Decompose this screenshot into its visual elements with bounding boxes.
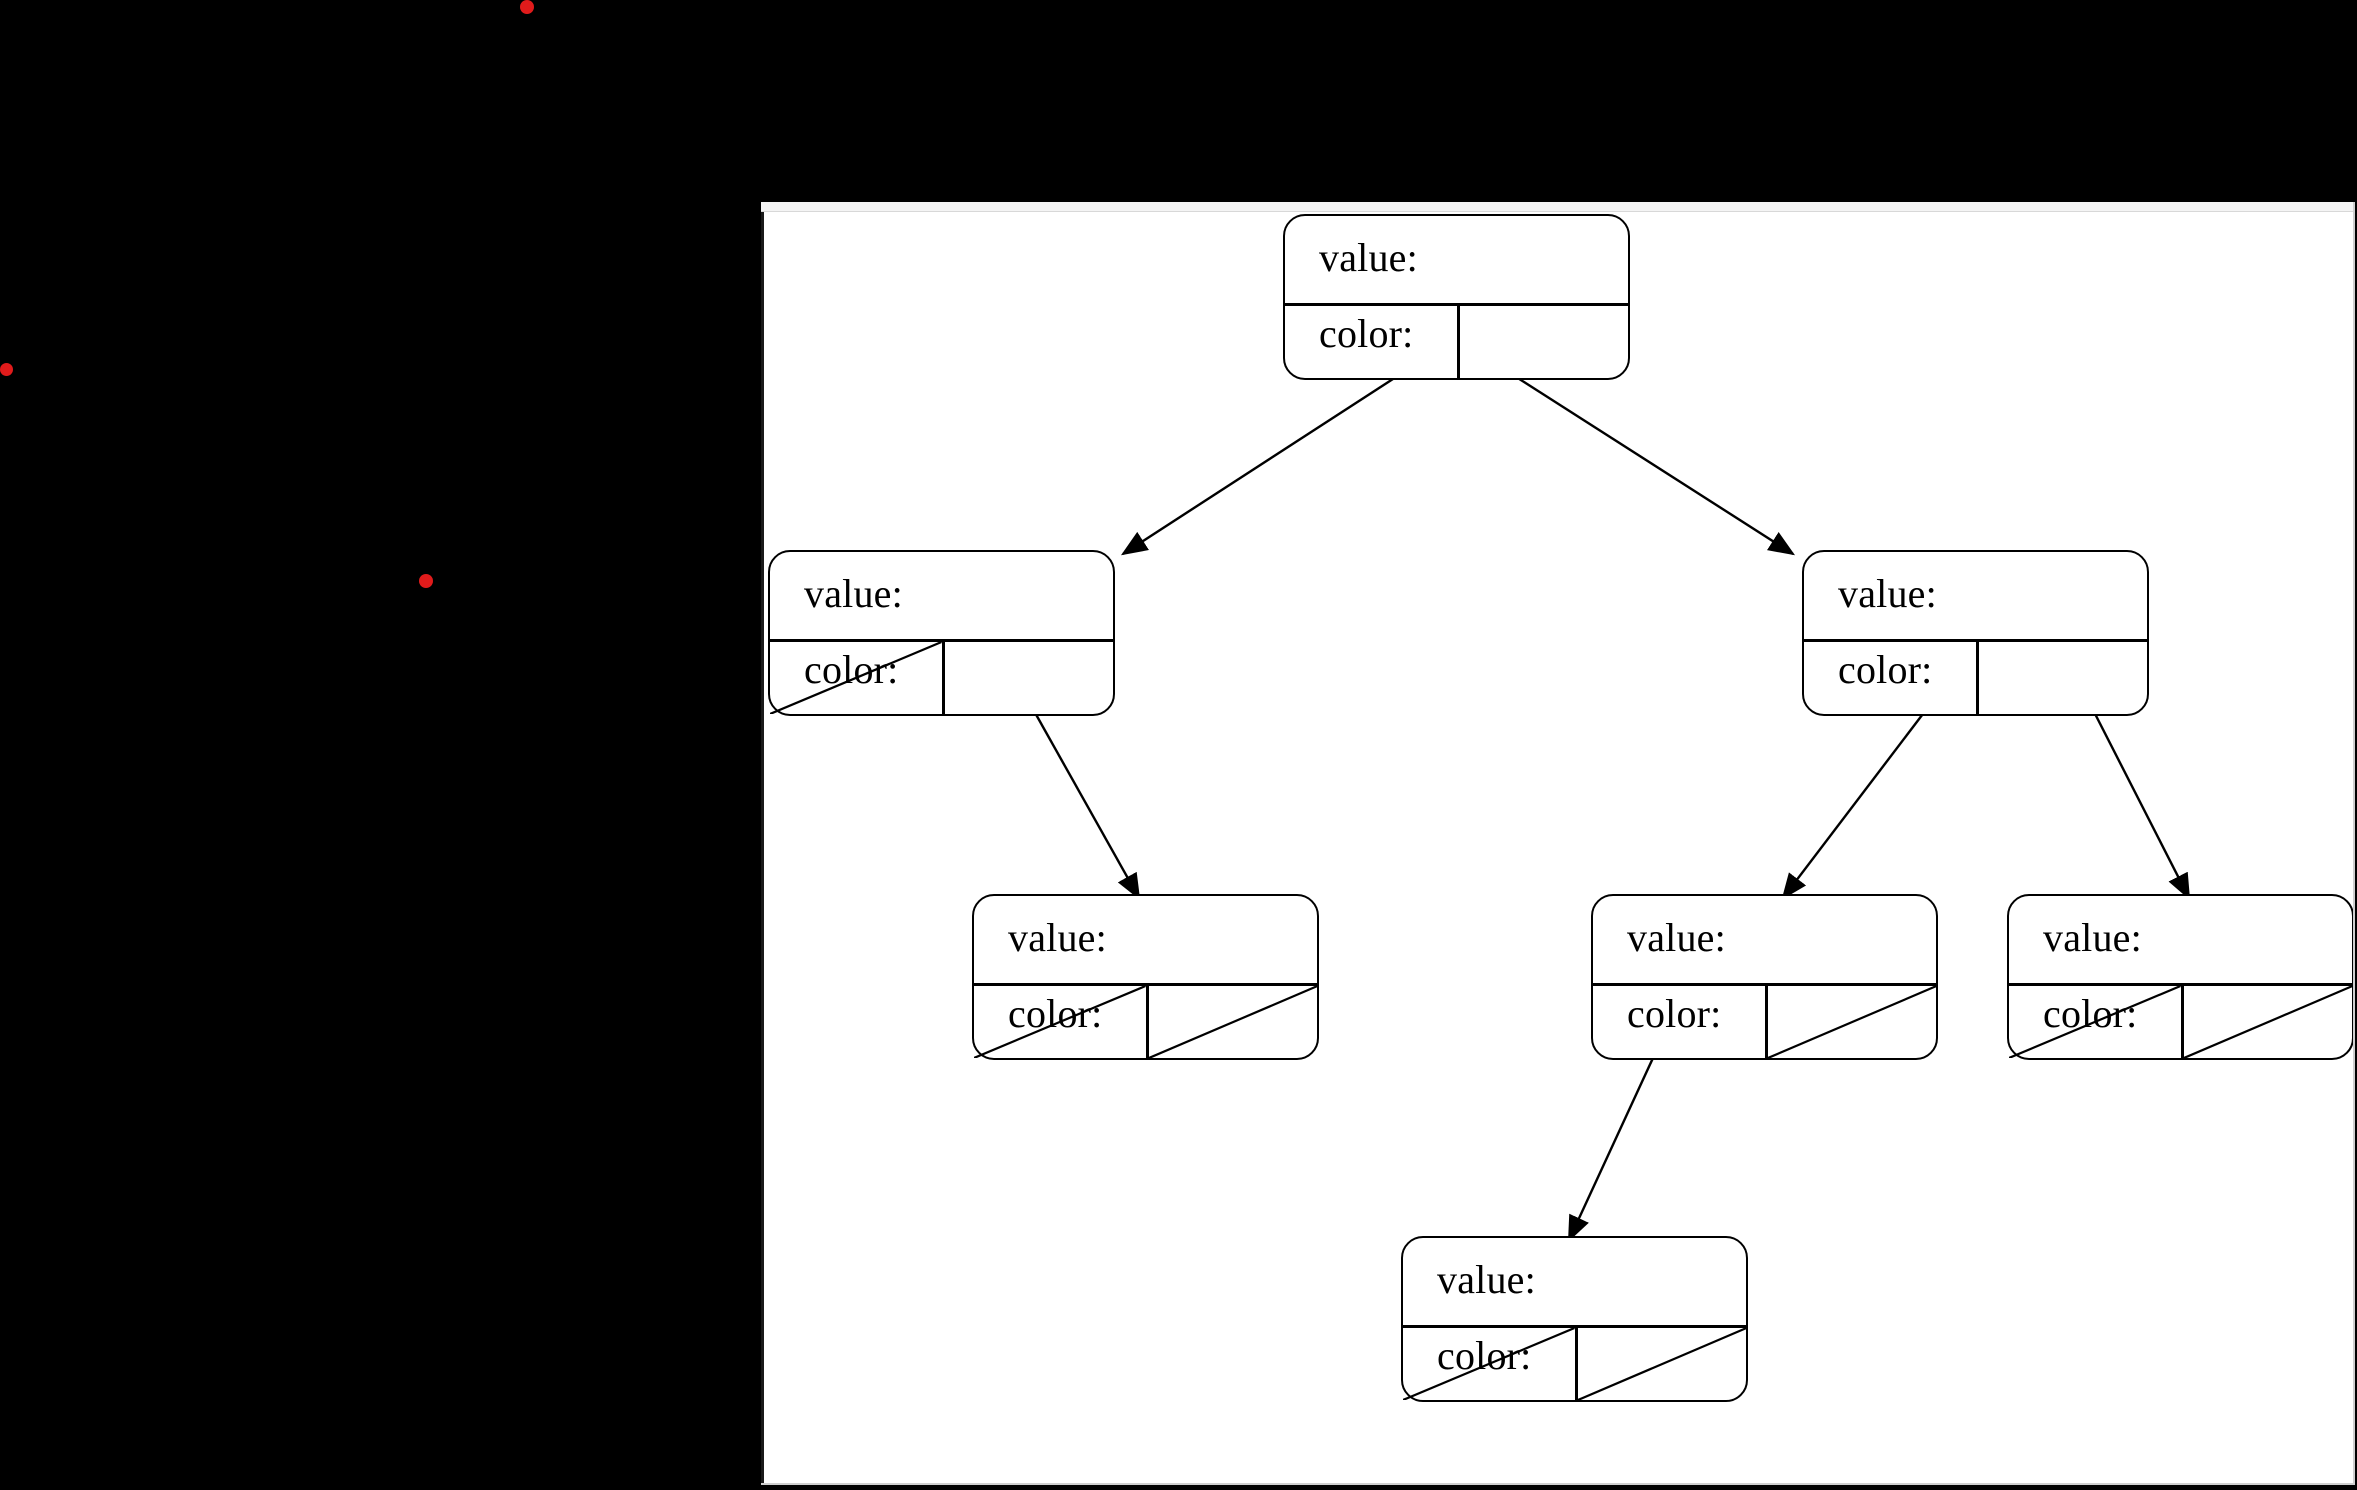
node-value-label: value:	[1008, 915, 1107, 960]
node-value-label: value:	[1437, 1257, 1536, 1302]
document-panel[interactable]: value:color:value:color:value:color:valu…	[761, 202, 2355, 1485]
left-pointer-cell[interactable]	[770, 642, 942, 714]
node-pointer-row	[2009, 983, 2352, 1058]
tree-node-root[interactable]: value: color:	[1283, 214, 1630, 380]
tree-node-deep[interactable]: value: color:	[1401, 1236, 1748, 1402]
red-dot-left	[0, 363, 13, 376]
node-value-label: value:	[1838, 571, 1937, 616]
left-pointer-cell[interactable]	[2009, 986, 2181, 1058]
right-pointer-cell[interactable]	[2180, 986, 2353, 1058]
node-pointer-row	[1403, 1325, 1746, 1400]
node-body: value: color:	[974, 896, 1317, 1034]
node-value-label: value:	[1627, 915, 1726, 960]
right-pointer-cell[interactable]	[1456, 306, 1629, 378]
node-pointer-row	[1285, 303, 1628, 378]
node-body: value: color:	[770, 552, 1113, 690]
panel-left-rule	[761, 202, 764, 1483]
left-pointer-cell[interactable]	[1804, 642, 1976, 714]
panel-header-strip	[761, 202, 2353, 212]
tree-node-right-left[interactable]: value: color:	[1591, 894, 1938, 1060]
node-value-label: value:	[1319, 235, 1418, 280]
node-color-label: color:	[1437, 1333, 1532, 1378]
red-dot-middle	[419, 574, 433, 588]
node-value-label: value:	[804, 571, 903, 616]
tree-node-left[interactable]: value: color:	[768, 550, 1115, 716]
node-pointer-row	[770, 639, 1113, 714]
node-pointer-row	[1593, 983, 1936, 1058]
left-pointer-cell[interactable]	[1285, 306, 1457, 378]
node-body: value: color:	[1285, 216, 1628, 354]
node-color-label: color:	[1008, 991, 1103, 1036]
node-pointer-row	[974, 983, 1317, 1058]
node-color-label: color:	[1627, 991, 1722, 1036]
tree-node-right[interactable]: value: color:	[1802, 550, 2149, 716]
node-color-label: color:	[1838, 647, 1933, 692]
node-pointer-row	[1804, 639, 2147, 714]
red-dot-top	[520, 0, 534, 14]
edge-right-left	[1781, 701, 1933, 900]
left-pointer-cell[interactable]	[1593, 986, 1765, 1058]
right-pointer-cell[interactable]	[941, 642, 1114, 714]
right-pointer-cell[interactable]	[1145, 986, 1318, 1058]
tree-node-right-right[interactable]: value: color:	[2007, 894, 2353, 1060]
node-color-label: color:	[804, 647, 899, 692]
right-pointer-cell[interactable]	[1764, 986, 1937, 1058]
edge-root-left	[1120, 364, 1414, 556]
diagram-canvas[interactable]: value:color:value:color:value:color:valu…	[761, 202, 2353, 1483]
left-pointer-cell[interactable]	[1403, 1328, 1575, 1400]
node-body: value: color:	[1403, 1238, 1746, 1376]
edge-left-right	[1027, 701, 1141, 901]
node-color-label: color:	[2043, 991, 2138, 1036]
left-pointer-cell[interactable]	[974, 986, 1146, 1058]
node-color-label: color:	[1319, 311, 1414, 356]
node-body: value: color:	[2009, 896, 2352, 1034]
right-pointer-cell[interactable]	[1574, 1328, 1747, 1400]
edge-right-right	[2087, 701, 2191, 901]
edge-right-left-deep	[1567, 1044, 1661, 1243]
tree-node-left-right[interactable]: value: color:	[972, 894, 1319, 1060]
node-body: value: color:	[1593, 896, 1936, 1034]
node-value-label: value:	[2043, 915, 2142, 960]
node-body: value: color:	[1804, 552, 2147, 690]
edge-root-right	[1498, 364, 1796, 556]
right-pointer-cell[interactable]	[1975, 642, 2148, 714]
